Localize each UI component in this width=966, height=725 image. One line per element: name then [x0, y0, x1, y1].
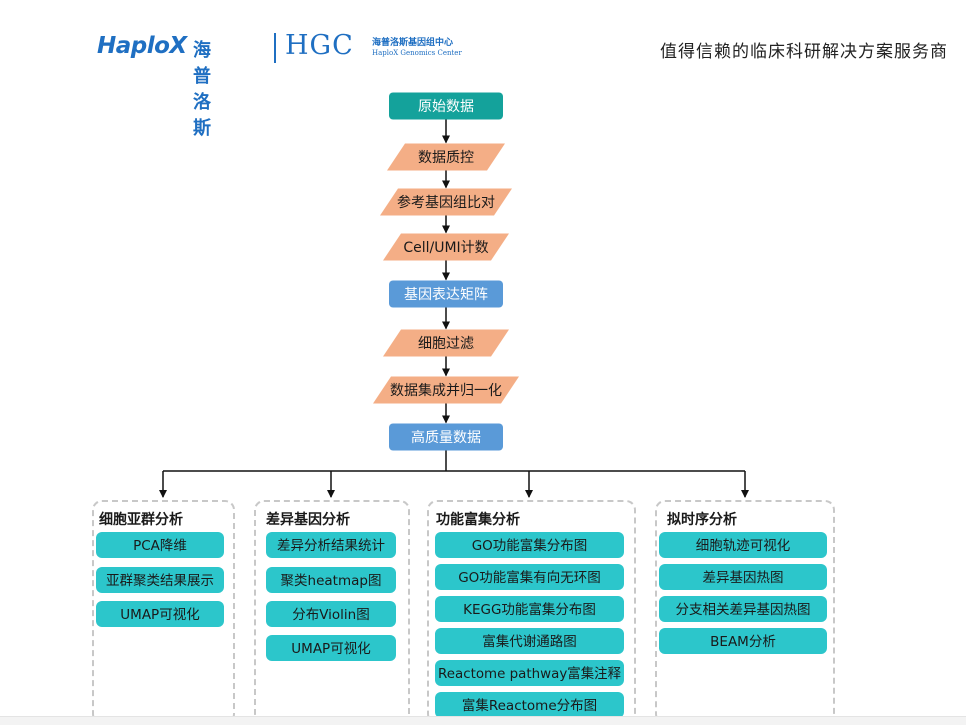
analysis-item-label: KEGG功能富集分布图	[463, 601, 596, 618]
analysis-item-label: 富集代谢通路图	[482, 633, 577, 650]
pipeline-node-label: 数据集成并归一化	[390, 382, 502, 399]
analysis-item: KEGG功能富集分布图	[435, 596, 624, 622]
pipeline-node-5: 基因表达矩阵	[389, 280, 503, 308]
pipeline-node-4: Cell/UMI计数	[383, 233, 509, 261]
analysis-item-label: UMAP可视化	[291, 641, 370, 657]
analysis-item: 聚类heatmap图	[266, 567, 396, 593]
bottom-strip	[0, 716, 966, 725]
hgc-logo-text: HGC	[285, 30, 354, 61]
analysis-item: GO功能富集有向无环图	[435, 564, 624, 590]
pipeline-node-shape	[389, 280, 503, 308]
analysis-item-pill	[435, 660, 624, 686]
analysis-item: 分布Violin图	[266, 601, 396, 627]
analysis-item: 富集Reactome分布图	[435, 692, 624, 718]
pipeline-node-label: 参考基因组比对	[397, 194, 495, 211]
analysis-item-label: GO功能富集有向无环图	[458, 569, 601, 586]
pipeline-node-label: 数据质控	[418, 150, 474, 166]
analysis-item: 亚群聚类结果展示	[96, 567, 224, 593]
analysis-item-label: Reactome pathway富集注释	[438, 665, 621, 682]
analysis-item-pill	[266, 635, 396, 661]
analysis-item-pill	[96, 601, 224, 627]
analysis-item-label: 亚群聚类结果展示	[106, 573, 214, 589]
logo-divider	[274, 33, 276, 63]
analysis-item: GO功能富集分布图	[435, 532, 624, 558]
analysis-item-pill	[435, 628, 624, 654]
pipeline-node-6: 细胞过滤	[383, 329, 509, 357]
analysis-item-pill	[435, 532, 624, 558]
analysis-item-pill	[659, 628, 827, 654]
analysis-item: 差异基因热图	[659, 564, 827, 590]
hgc-en-text: HaploX Genomics Center	[372, 49, 462, 57]
connector-lines	[159, 119, 749, 498]
analysis-item-pill	[435, 692, 624, 718]
pipeline-node-shape	[389, 92, 503, 120]
analysis-item-pill	[659, 596, 827, 622]
analysis-item-pill	[659, 564, 827, 590]
analysis-item: 细胞轨迹可视化	[659, 532, 827, 558]
analysis-item: 差异分析结果统计	[266, 532, 396, 558]
analysis-item-pill	[96, 567, 224, 593]
pipeline-node-3: 参考基因组比对	[380, 188, 512, 216]
pipeline-node-2: 数据质控	[387, 143, 505, 171]
analysis-item-label: 细胞轨迹可视化	[696, 538, 791, 554]
analysis-item-pill	[435, 596, 624, 622]
logo-cn-text: 海普洛斯	[193, 40, 211, 139]
analysis-item-label: PCA降维	[133, 538, 187, 554]
analysis-item-label: 富集Reactome分布图	[462, 697, 597, 714]
analysis-item: Reactome pathway富集注释	[435, 660, 624, 686]
analysis-item-label: 差异基因热图	[703, 569, 784, 586]
pipeline-node-label: 细胞过滤	[418, 336, 474, 352]
analysis-item: 分支相关差异基因热图	[659, 596, 827, 622]
analysis-item-pill	[266, 567, 396, 593]
pipeline-node-label: 原始数据	[418, 99, 474, 115]
analysis-item-label: 差异分析结果统计	[277, 538, 385, 554]
hgc-cn-text: 海普洛斯基因组中心	[372, 38, 454, 48]
analysis-item-label: UMAP可视化	[120, 607, 199, 623]
group-title-cell-subpopulation: 细胞亚群分析	[99, 512, 183, 528]
analysis-item-pill	[659, 532, 827, 558]
analysis-item-label: 分支相关差异基因热图	[676, 601, 811, 618]
pipeline-node-1: 原始数据	[389, 92, 503, 120]
pipeline-node-label: 高质量数据	[411, 429, 481, 446]
pipeline-node-shape	[383, 233, 509, 261]
pipeline-node-shape	[373, 376, 519, 404]
analysis-item-pill	[266, 532, 396, 558]
pipeline-node-7: 数据集成并归一化	[373, 376, 519, 404]
pipeline-node-shape	[380, 188, 512, 216]
analysis-item: BEAM分析	[659, 628, 827, 654]
analysis-item: UMAP可视化	[266, 635, 396, 661]
pipeline-node-label: Cell/UMI计数	[403, 240, 488, 256]
analysis-item-label: GO功能富集分布图	[472, 537, 588, 554]
pipeline-node-shape	[387, 143, 505, 171]
analysis-item-pill	[96, 532, 224, 558]
group-title-differential-genes: 差异基因分析	[266, 512, 350, 528]
group-title-functional-enrichment: 功能富集分析	[436, 512, 520, 528]
analysis-item: UMAP可视化	[96, 601, 224, 627]
pipeline-node-shape	[383, 329, 509, 357]
pipeline-node-shape	[389, 423, 503, 451]
analysis-items: PCA降维亚群聚类结果展示UMAP可视化差异分析结果统计聚类heatmap图分布…	[96, 532, 827, 718]
logo-haplox-text: HaploX	[97, 33, 187, 59]
analysis-item-pill	[266, 601, 396, 627]
pipeline-node-label: 基因表达矩阵	[404, 286, 488, 303]
analysis-item-pill	[435, 564, 624, 590]
analysis-item-label: BEAM分析	[710, 634, 776, 650]
group-title-pseudotime: 拟时序分析	[667, 512, 737, 528]
analysis-item-label: 分布Violin图	[292, 607, 370, 623]
analysis-item-label: 聚类heatmap图	[281, 573, 382, 589]
tagline: 值得信赖的临床科研解决方案服务商	[660, 42, 948, 62]
analysis-item: PCA降维	[96, 532, 224, 558]
pipeline-node-8: 高质量数据	[389, 423, 503, 451]
analysis-item: 富集代谢通路图	[435, 628, 624, 654]
